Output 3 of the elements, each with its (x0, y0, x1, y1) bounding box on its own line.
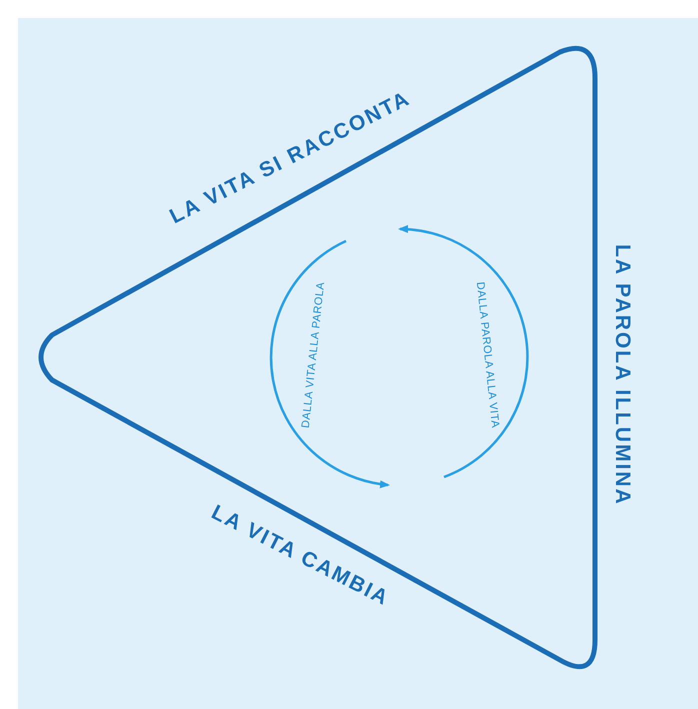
arrow-label: DALLA VITA ALLA PAROLA (299, 281, 327, 429)
side-label: LA PAROLA ILLUMINA (610, 244, 634, 506)
arrow-label: DALLA PAROLA ALLA VITA (473, 281, 501, 429)
